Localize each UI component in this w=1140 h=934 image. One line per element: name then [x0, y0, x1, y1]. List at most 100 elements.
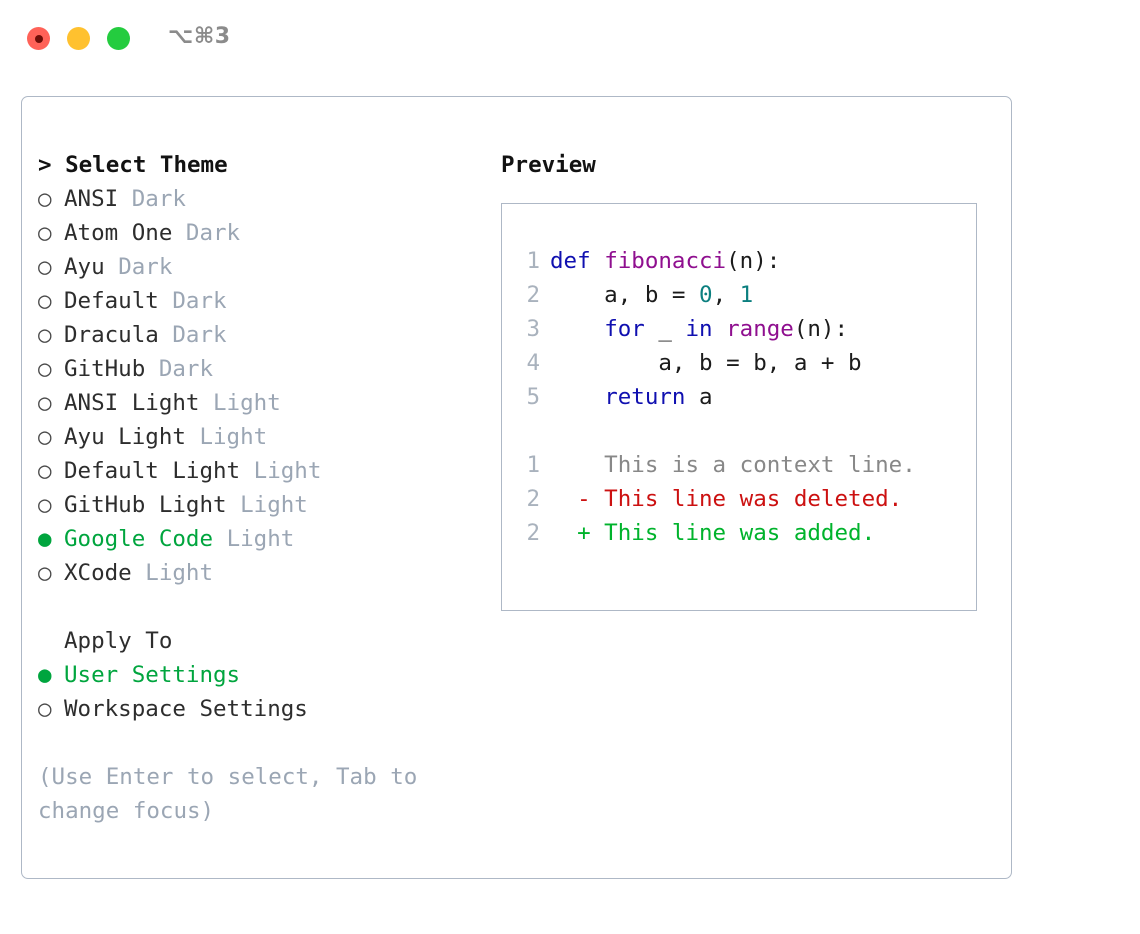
diff-sign-icon: - — [550, 486, 591, 512]
radio-unselected-icon: ○ — [38, 288, 52, 314]
select-theme-heading-label: Select Theme — [65, 152, 228, 178]
theme-option-variant-tag: Dark — [118, 254, 173, 280]
radio-unselected-icon: ○ — [38, 356, 52, 382]
theme-option-label: Ayu — [64, 254, 105, 280]
theme-option-label: Ayu Light — [64, 424, 186, 450]
radio-selected-icon: ● — [38, 662, 52, 688]
keyboard-hint-text: (Use Enter to select, Tab to change focu… — [38, 764, 431, 824]
theme-picker-dialog: > Select Theme ○ANSI Dark○Atom One Dark○… — [21, 96, 1012, 879]
radio-unselected-icon: ○ — [38, 492, 52, 518]
theme-option-atom-one[interactable]: ○Atom One Dark — [38, 216, 488, 250]
maximize-window-button[interactable] — [107, 27, 130, 50]
diff-line-number: 1 — [526, 452, 540, 478]
title-bar: ⌥⌘3 — [0, 0, 1140, 78]
diff-line-text: This is a context line. — [590, 452, 916, 478]
code-token-plain — [713, 316, 727, 342]
code-line: 5 return a — [514, 380, 976, 414]
theme-option-ansi-light[interactable]: ○ANSI Light Light — [38, 386, 488, 420]
diff-sample-block: 1 This is a context line.2 - This line w… — [514, 448, 976, 550]
apply-to-heading-label: Apply To — [64, 628, 173, 654]
diff-line-text: This line was added. — [590, 520, 876, 546]
theme-option-google-code[interactable]: ● Google Code Light — [38, 522, 488, 556]
apply-to-option-label: User Settings — [64, 662, 241, 688]
diff-line-number: 2 — [526, 486, 540, 512]
code-token-plain: (n): — [726, 248, 781, 274]
section-spacer — [38, 590, 488, 624]
theme-option-ansi[interactable]: ○ANSI Dark — [38, 182, 488, 216]
code-line-number: 1 — [526, 248, 540, 274]
theme-option-label: GitHub Light — [64, 492, 227, 518]
apply-to-option-list: ● User Settings ○Workspace Settings — [38, 658, 488, 726]
theme-option-variant-tag: Dark — [158, 356, 214, 382]
theme-option-xcode[interactable]: ○XCode Light — [38, 556, 488, 590]
radio-unselected-icon: ○ — [38, 696, 52, 722]
code-token-plain: (n): — [793, 316, 849, 342]
diff-line-text: This line was deleted. — [590, 486, 903, 512]
theme-option-default-light[interactable]: ○ Default Light Light — [38, 454, 488, 488]
traffic-light-controls — [27, 27, 130, 50]
theme-option-variant-tag: Light — [240, 492, 308, 518]
theme-option-github-light[interactable]: ○ GitHub Light Light — [38, 488, 488, 522]
select-theme-heading: > Select Theme — [38, 148, 488, 182]
theme-option-default[interactable]: ○ Default Dark — [38, 284, 488, 318]
apply-to-heading: Apply To — [38, 624, 488, 658]
theme-option-list: ○ANSI Dark○Atom One Dark○Ayu Dark○Defaul… — [38, 182, 488, 590]
theme-option-variant-tag: Dark — [172, 288, 227, 314]
code-token-num: 1 — [739, 282, 754, 308]
code-token-kw: for — [604, 316, 645, 342]
code-token-plain: , — [712, 282, 740, 308]
theme-selection-column: > Select Theme ○ANSI Dark○Atom One Dark○… — [38, 148, 488, 828]
theme-option-label: ANSI — [64, 186, 119, 212]
close-window-button[interactable] — [27, 27, 50, 50]
code-token-plain: a, b = b, a + b — [550, 350, 862, 376]
code-line-number: 4 — [526, 350, 540, 376]
theme-option-variant-tag: Dark — [172, 322, 227, 348]
theme-option-label: GitHub — [64, 356, 146, 382]
diff-sign-icon — [550, 452, 591, 478]
theme-option-ayu[interactable]: ○Ayu Dark — [38, 250, 488, 284]
code-diff-separator — [514, 414, 976, 448]
diff-line-number: 2 — [526, 520, 540, 546]
theme-option-variant-tag: Light — [199, 424, 268, 450]
theme-option-dracula[interactable]: ○ Dracula Dark — [38, 318, 488, 352]
code-token-plain: a, b = — [550, 282, 700, 308]
theme-option-variant-tag: Dark — [185, 220, 241, 246]
apply-to-option-workspace-settings[interactable]: ○Workspace Settings — [38, 692, 488, 726]
code-token-fn: range — [726, 316, 794, 342]
apply-to-option-user-settings[interactable]: ● User Settings — [38, 658, 488, 692]
theme-option-ayu-light[interactable]: ○ Ayu Light Light — [38, 420, 488, 454]
code-line: 3 for _ in range(n): — [514, 312, 976, 346]
code-line: 2 a, b = 0, 1 — [514, 278, 976, 312]
diff-line-ctx: 1 This is a context line. — [514, 448, 976, 482]
code-token-plain: a — [685, 384, 713, 410]
theme-option-label: Default — [64, 288, 159, 314]
theme-option-variant-tag: Light — [226, 526, 295, 552]
theme-option-github[interactable]: ○ GitHub Dark — [38, 352, 488, 386]
code-token-plain — [550, 384, 604, 410]
theme-option-label: Google Code — [64, 526, 214, 552]
focus-caret-icon: > — [38, 152, 52, 178]
radio-unselected-icon: ○ — [38, 458, 52, 484]
code-token-fn: fibonacci — [604, 248, 727, 274]
code-token-plain — [550, 316, 604, 342]
radio-unselected-icon: ○ — [38, 424, 52, 450]
radio-unselected-icon: ○ — [38, 322, 52, 348]
radio-unselected-icon: ○ — [38, 220, 52, 246]
radio-unselected-icon: ○ — [38, 560, 52, 586]
theme-option-label: ANSI Light — [64, 390, 200, 416]
code-line-number: 3 — [526, 316, 540, 342]
diff-line-del: 2 - This line was deleted. — [514, 482, 976, 516]
minimize-window-button[interactable] — [67, 27, 90, 50]
radio-unselected-icon: ○ — [38, 390, 52, 416]
theme-option-label: Dracula — [64, 322, 159, 348]
radio-selected-icon: ● — [38, 526, 52, 552]
theme-option-variant-tag: Light — [253, 458, 322, 484]
code-token-kw: return — [604, 384, 686, 410]
theme-option-label: Default Light — [64, 458, 241, 484]
theme-option-variant-tag: Dark — [131, 186, 186, 212]
